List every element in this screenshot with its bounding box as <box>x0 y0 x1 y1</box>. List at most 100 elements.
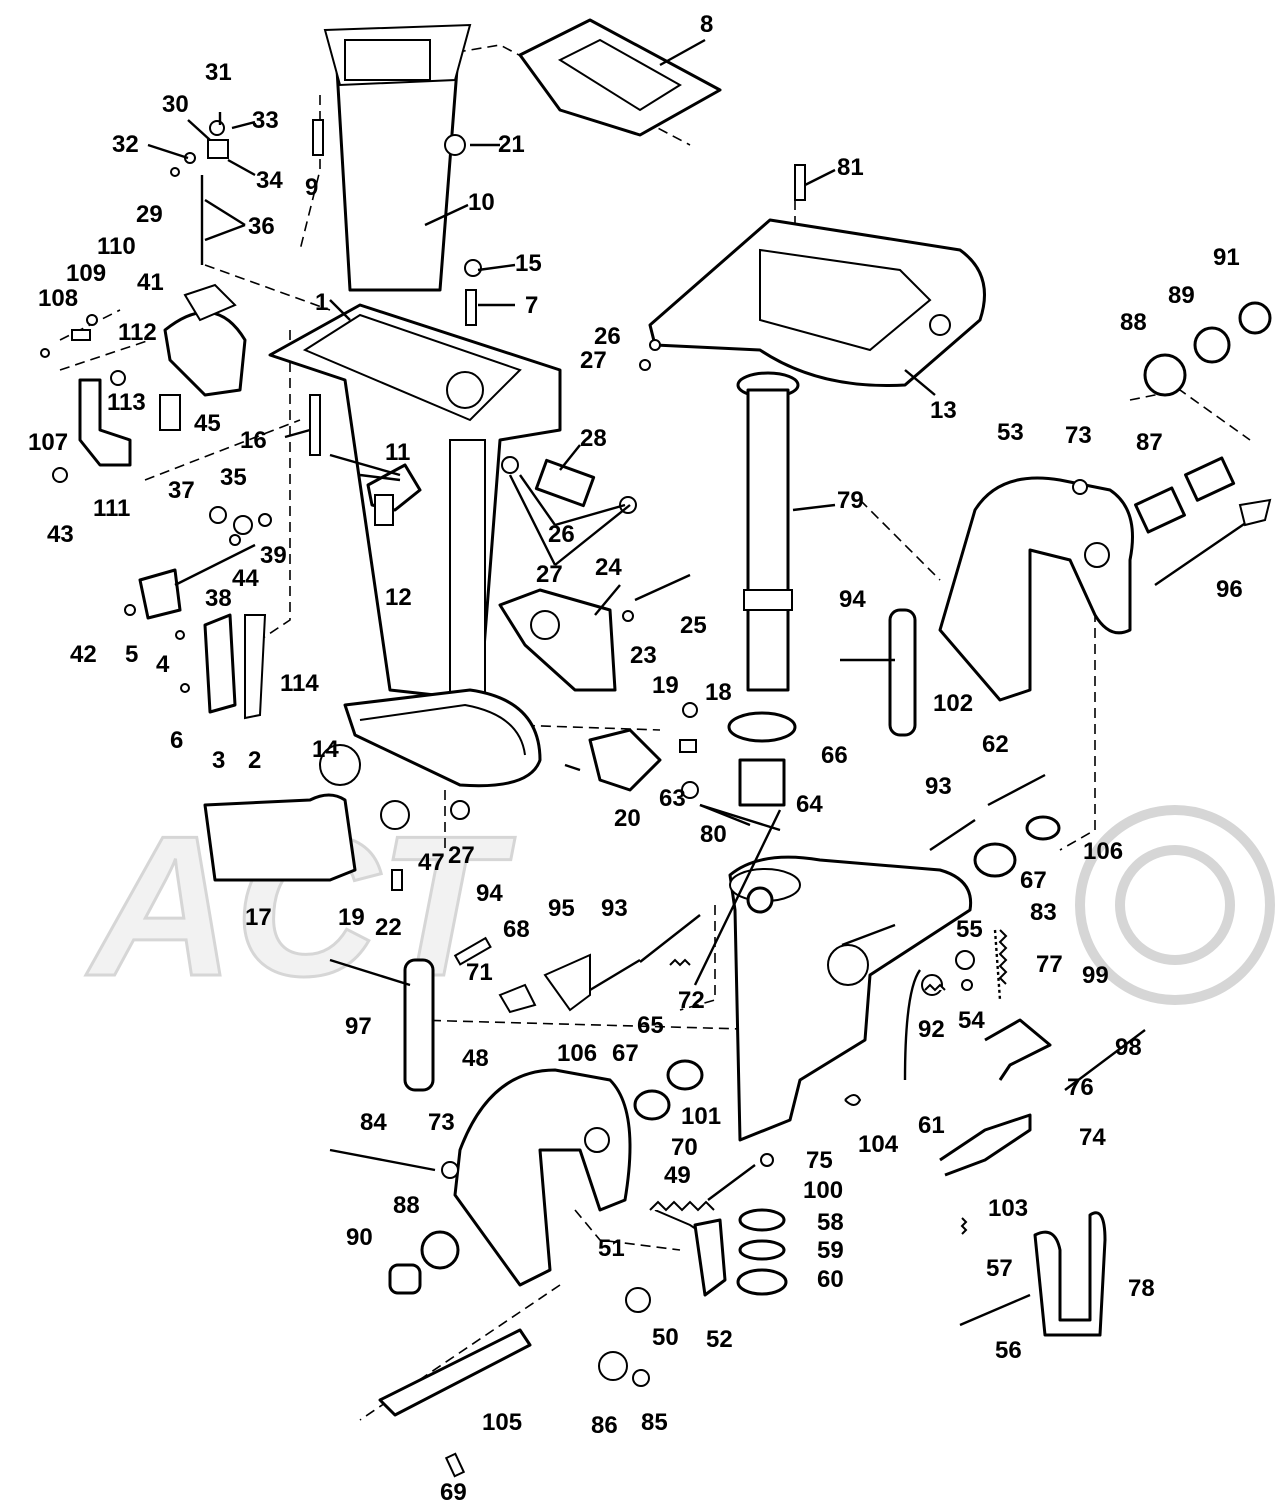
callout-42: 42 <box>70 641 97 668</box>
tilt-lever-74 <box>939 1113 1032 1177</box>
callout-24: 24 <box>595 554 622 581</box>
watermark-wheel-icon <box>1075 805 1275 1005</box>
callout-71: 71 <box>466 959 493 986</box>
callout-34: 34 <box>256 167 283 194</box>
callout-54: 54 <box>958 1007 985 1034</box>
callout-36: 36 <box>248 213 275 240</box>
lower-cover <box>203 793 357 882</box>
callout-101: 101 <box>681 1103 721 1130</box>
callout-73a: 73 <box>428 1109 455 1136</box>
callout-17: 17 <box>245 904 272 931</box>
callout-20: 20 <box>614 805 641 832</box>
callout-3: 3 <box>212 747 225 774</box>
lower-housing-pan <box>343 688 542 788</box>
callout-103: 103 <box>988 1195 1028 1222</box>
callout-57: 57 <box>986 1255 1013 1282</box>
callout-49: 49 <box>664 1162 691 1189</box>
callout-64: 64 <box>796 791 823 818</box>
callout-70: 70 <box>671 1134 698 1161</box>
callout-58: 58 <box>817 1209 844 1236</box>
callout-87: 87 <box>1136 429 1163 456</box>
callout-25: 25 <box>680 612 707 639</box>
link-arm-97 <box>403 958 435 1092</box>
callout-84: 84 <box>360 1109 387 1136</box>
callout-38: 38 <box>205 585 232 612</box>
callout-55: 55 <box>956 916 983 943</box>
callout-26a: 26 <box>594 323 621 350</box>
callout-94a: 94 <box>839 586 866 613</box>
callout-78: 78 <box>1128 1275 1155 1302</box>
callout-53: 53 <box>997 419 1024 446</box>
callout-19a: 19 <box>652 672 679 699</box>
callout-2: 2 <box>248 747 261 774</box>
mount-bracket <box>366 463 422 526</box>
callout-104: 104 <box>858 1131 899 1158</box>
callout-39: 39 <box>260 542 287 569</box>
callout-18: 18 <box>705 679 732 706</box>
side-plates <box>203 613 267 720</box>
callout-107: 107 <box>28 429 68 456</box>
callout-83: 83 <box>1030 899 1057 926</box>
callout-96: 96 <box>1216 576 1243 603</box>
callout-8: 8 <box>700 11 713 38</box>
callout-90: 90 <box>346 1224 373 1251</box>
callout-50: 50 <box>652 1324 679 1351</box>
callout-22: 22 <box>375 914 402 941</box>
gasket-plate <box>518 18 722 137</box>
stern-bracket-right <box>938 476 1134 702</box>
callout-112: 112 <box>118 319 157 346</box>
callout-80: 80 <box>700 821 727 848</box>
callout-19b: 19 <box>338 904 365 931</box>
callout-105: 105 <box>482 1409 522 1436</box>
lever-arm <box>78 378 132 467</box>
callout-110: 110 <box>97 233 136 260</box>
callout-113: 113 <box>107 389 146 416</box>
callout-77: 77 <box>1036 951 1063 978</box>
callout-72: 72 <box>678 987 705 1014</box>
callout-62: 62 <box>982 731 1009 758</box>
callout-79: 79 <box>837 487 864 514</box>
rubber-mount <box>534 458 596 508</box>
callout-73b: 73 <box>1065 422 1092 449</box>
callout-56: 56 <box>995 1337 1022 1364</box>
upper-tray <box>648 218 986 388</box>
callout-106b: 106 <box>557 1040 597 1067</box>
callout-114: 114 <box>280 670 319 697</box>
callout-41: 41 <box>137 269 164 296</box>
bushings-rings <box>633 711 1061 1296</box>
callout-30: 30 <box>162 91 189 118</box>
clip-part <box>588 728 662 792</box>
callout-4: 4 <box>156 651 170 678</box>
callout-92: 92 <box>918 1016 945 1043</box>
callout-6: 6 <box>170 727 183 754</box>
callout-95: 95 <box>548 895 575 922</box>
callout-32: 32 <box>112 131 139 158</box>
callout-93b: 93 <box>601 895 628 922</box>
callout-leaders <box>147 38 936 986</box>
callout-7: 7 <box>525 292 538 319</box>
exhaust-main-housing <box>268 303 562 702</box>
callout-67a: 67 <box>1020 867 1047 894</box>
callout-97: 97 <box>345 1013 372 1040</box>
steering-tube <box>736 371 800 692</box>
callout-14: 14 <box>312 736 339 763</box>
callout-65: 65 <box>637 1012 664 1039</box>
callout-94b: 94 <box>476 880 503 907</box>
callout-86: 86 <box>591 1412 618 1439</box>
bracket-bar <box>378 1328 532 1417</box>
callout-100: 100 <box>803 1177 843 1204</box>
callout-33: 33 <box>252 107 279 134</box>
callout-98: 98 <box>1115 1034 1142 1061</box>
tilt-rod <box>1154 498 1272 586</box>
callout-109: 109 <box>66 260 106 287</box>
callout-27a: 27 <box>580 347 607 374</box>
callout-66: 66 <box>821 742 848 769</box>
callout-67b: 67 <box>612 1040 639 1067</box>
callout-93a: 93 <box>925 773 952 800</box>
assembly-guide-lines <box>59 44 1251 1421</box>
callout-28: 28 <box>580 425 607 452</box>
callout-88a: 88 <box>1120 309 1147 336</box>
callout-45: 45 <box>194 410 221 437</box>
callout-12: 12 <box>385 584 412 611</box>
